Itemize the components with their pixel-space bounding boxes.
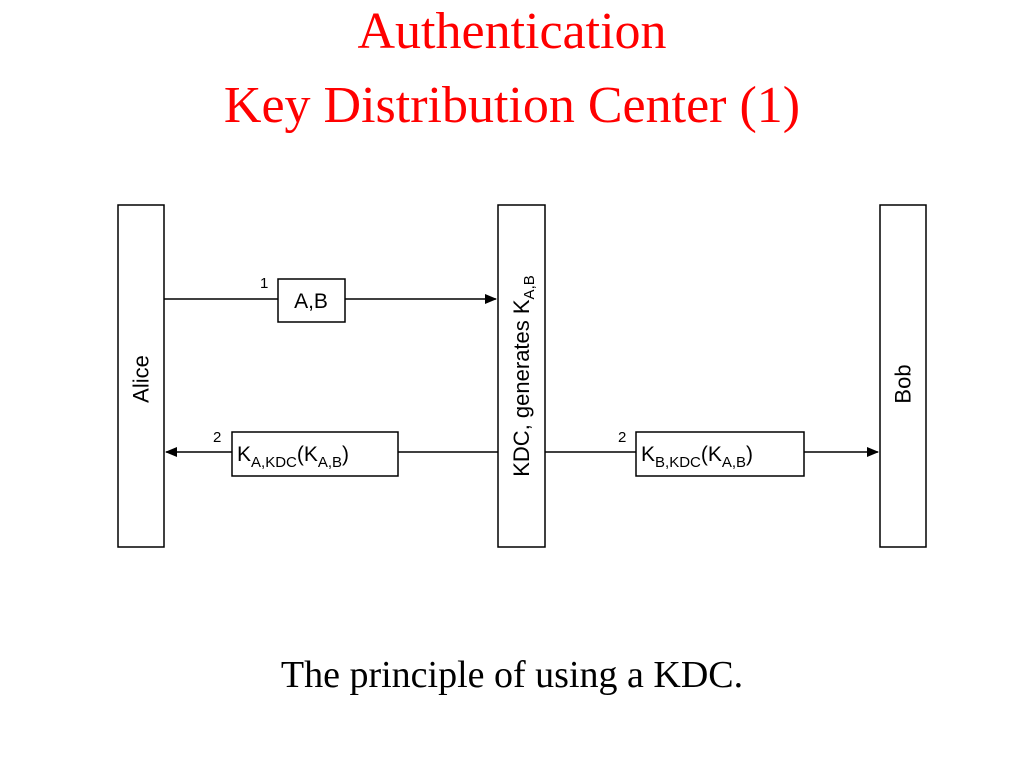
bob-lifeline-box bbox=[879, 204, 927, 548]
message-2-alice-number: 2 bbox=[213, 429, 221, 446]
message-2-bob-open: (K bbox=[701, 443, 722, 466]
kdc-lifeline-box bbox=[497, 204, 546, 548]
message-2-alice-box bbox=[231, 431, 399, 477]
message-2-alice-inner-subscript: A,B bbox=[318, 454, 342, 471]
slide-title-line-2: Key Distribution Center (1) bbox=[223, 77, 801, 134]
message-1-number: 1 bbox=[260, 275, 268, 292]
message-2-alice-close: ) bbox=[342, 443, 349, 466]
message-2-bob-inner-subscript: A,B bbox=[722, 454, 746, 471]
message-2-bob-box bbox=[635, 431, 805, 477]
message-2-bob-close: ) bbox=[746, 443, 753, 466]
message-2-bob-number: 2 bbox=[618, 429, 626, 446]
kdc-label: KDC, generates K bbox=[509, 299, 534, 477]
message-2-alice-key: K bbox=[237, 443, 251, 466]
bob-label: Bob bbox=[891, 364, 916, 403]
message-1-content: A,B bbox=[294, 290, 328, 313]
svg-text:KDC, generates KA,B: KDC, generates KA,B bbox=[509, 275, 538, 477]
message-2-alice-content: KA,KDC(KA,B) bbox=[237, 443, 349, 471]
kdc-label-group: KDC, generates KA,B bbox=[509, 275, 538, 477]
message-2-alice-key-subscript: A,KDC bbox=[251, 454, 297, 471]
message-2-bob-content: KB,KDC(KA,B) bbox=[641, 443, 753, 471]
message-2-bob-key-subscript: B,KDC bbox=[655, 454, 701, 471]
figure-caption: The principle of using a KDC. bbox=[280, 654, 744, 696]
message-2-alice-open: (K bbox=[297, 443, 318, 466]
slide-title-line-1: Authentication bbox=[357, 3, 667, 60]
kdc-key-subscript: A,B bbox=[521, 275, 538, 299]
alice-label: Alice bbox=[129, 355, 154, 403]
message-1-box bbox=[277, 278, 346, 323]
alice-lifeline-box bbox=[117, 204, 165, 548]
message-2-bob-key: K bbox=[641, 443, 655, 466]
